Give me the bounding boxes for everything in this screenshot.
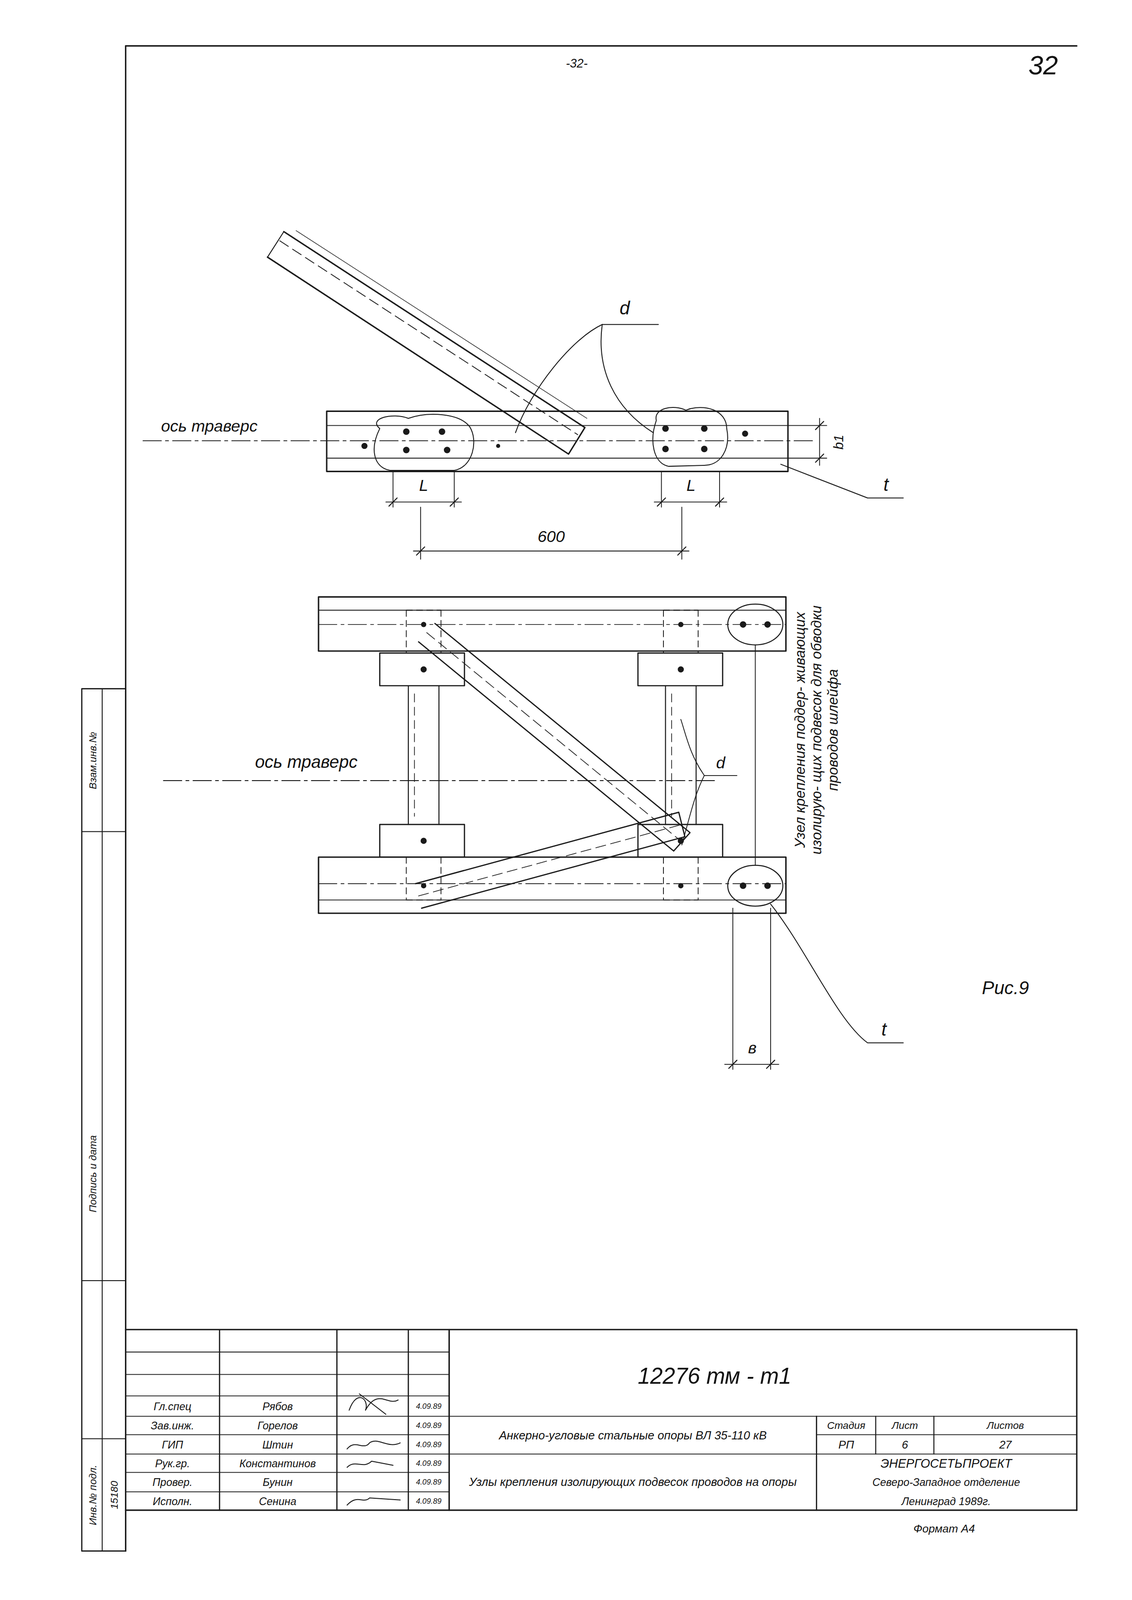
axis-label: ось траверс <box>253 752 360 773</box>
name-cell: Бунин <box>262 1476 293 1489</box>
role-cell: Рук.гр. <box>155 1457 190 1471</box>
sheet-value: 6 <box>901 1438 908 1452</box>
dimension-label: L <box>686 476 696 496</box>
date-cell: 4.09.89 <box>416 1497 442 1506</box>
stamp-value: 15180 <box>108 1481 121 1510</box>
figure-caption: Рис.9 <box>981 977 1029 999</box>
name-cell: Константинов <box>239 1457 317 1471</box>
sheet-heading: Лист <box>891 1419 919 1432</box>
callout-letter: d <box>618 297 632 319</box>
organisation-branch: Северо-Западное отделение <box>872 1476 1020 1489</box>
name-cell: Штин <box>262 1438 293 1451</box>
role-cell: Провер. <box>152 1476 193 1489</box>
document-title: Анкерно-угловые стальные опоры ВЛ 35-110… <box>454 1429 812 1443</box>
callout-letter: t <box>883 474 889 496</box>
dimension-label: 600 <box>537 527 565 547</box>
stage-heading: Стадия <box>827 1419 866 1432</box>
stamp-heading: Взам.инв.№ <box>87 731 100 790</box>
callout-letter: d <box>714 754 727 773</box>
dimension-label: L <box>418 476 428 496</box>
sheets-heading: Листов <box>986 1419 1024 1432</box>
dimension-label: в <box>747 1038 757 1058</box>
role-cell: Гл.спец <box>153 1400 192 1413</box>
role-cell: ГИП <box>161 1438 184 1451</box>
organisation-name: ЭНЕРГОСЕТЬПРОЕКТ <box>880 1456 1013 1472</box>
axis-label: ось траверс <box>159 417 259 437</box>
stamp-heading: Подпись и дата <box>87 1135 100 1213</box>
dimension-label: b1 <box>831 434 847 450</box>
sheet-title: Узлы крепления изолирующих подвесок пров… <box>454 1476 812 1490</box>
format-note: Формат А4 <box>913 1522 976 1536</box>
callout-letter: t <box>881 1019 887 1041</box>
stage-value: РП <box>838 1438 854 1452</box>
name-cell: Горелов <box>257 1419 298 1433</box>
node-note: Узел крепления поддер- живающих изолирую… <box>792 602 842 858</box>
name-cell: Рябов <box>262 1400 293 1413</box>
date-cell: 4.09.89 <box>416 1440 442 1450</box>
document-code: 12276 тм - т1 <box>637 1362 792 1389</box>
role-cell: Исполн. <box>152 1495 193 1508</box>
name-cell: Сенина <box>259 1495 297 1508</box>
stamp-heading: Инв.№ подл. <box>87 1465 100 1526</box>
date-cell: 4.09.89 <box>416 1478 442 1487</box>
sheets-value: 27 <box>999 1438 1012 1452</box>
organisation-place: Ленинград 1989г. <box>901 1495 992 1508</box>
date-cell: 4.09.89 <box>416 1402 442 1411</box>
sheet-number: 32 <box>1028 50 1059 81</box>
date-cell: 4.09.89 <box>416 1421 442 1431</box>
page-number: -32- <box>565 56 588 71</box>
date-cell: 4.09.89 <box>416 1459 442 1468</box>
role-cell: Зав.инж. <box>151 1419 195 1433</box>
